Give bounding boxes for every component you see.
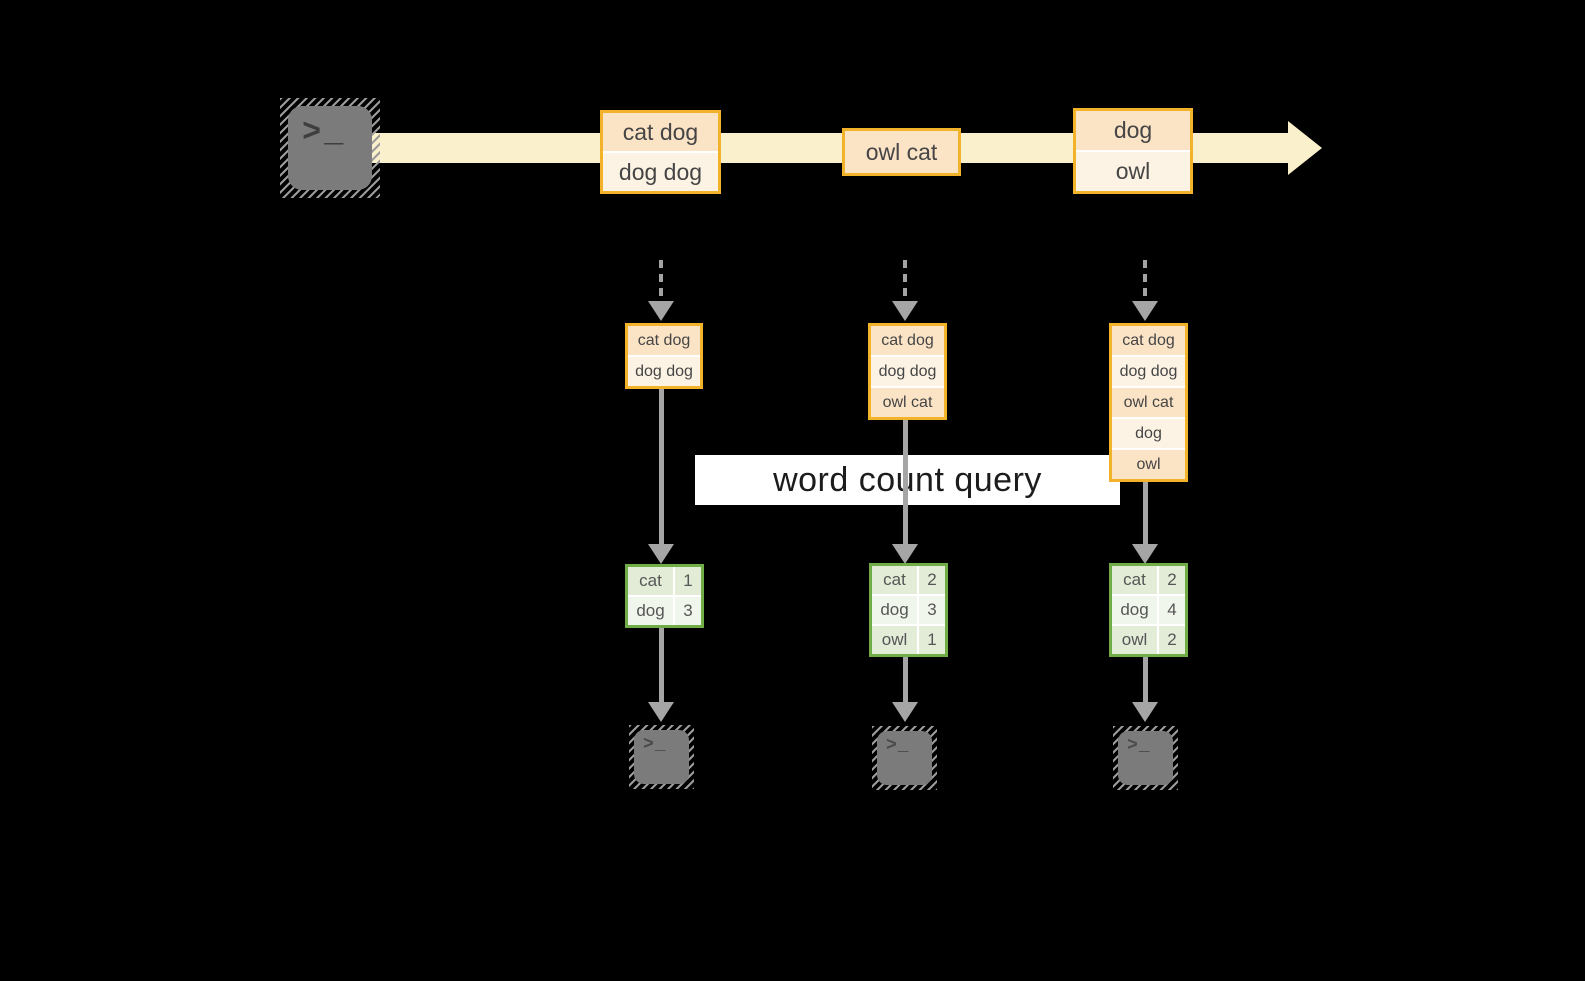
terminal-screen: >_ [288,106,372,190]
connector-line [903,420,908,546]
count-word-cell: cat [1112,566,1159,594]
down-arrow-icon [892,702,918,722]
state-cell: dog dog [628,357,700,386]
sink-terminal-icon-2: >_ [872,726,937,790]
count-row: dog 3 [872,596,945,626]
count-value-cell: 4 [1159,596,1185,624]
dashed-arrow-line [903,260,907,302]
count-row: cat 2 [1112,566,1185,596]
event-cell: owl [1076,152,1190,191]
count-table-2: cat 2 dog 3 owl 1 [869,563,948,657]
state-cell: cat dog [871,326,944,357]
count-value-cell: 3 [919,596,945,624]
terminal-prompt-icon: >_ [886,736,910,756]
down-arrow-icon [892,544,918,564]
connector-line [903,657,908,702]
count-row: owl 2 [1112,626,1185,654]
count-value-cell: 2 [919,566,945,594]
state-cell: owl cat [871,388,944,417]
count-row: owl 1 [872,626,945,654]
terminal-prompt-icon: >_ [643,735,667,755]
count-row: dog 4 [1112,596,1185,626]
state-cell: owl [1112,450,1185,479]
count-value-cell: 2 [1159,626,1185,654]
terminal-screen: >_ [1118,731,1173,785]
connector-line [659,389,664,546]
stream-event-1: cat dog dog dog [600,110,721,194]
event-cell: dog dog [603,153,718,191]
state-cell: cat dog [628,326,700,357]
count-word-cell: dog [872,596,919,624]
down-arrow-icon [1132,702,1158,722]
connector-line [659,628,664,702]
count-row: cat 1 [628,567,701,597]
stream-arrow-head-icon [1288,121,1322,175]
sink-terminal-icon-3: >_ [1113,726,1178,790]
count-value-cell: 1 [919,626,945,654]
count-word-cell: owl [872,626,919,654]
connector-line [1143,482,1148,546]
source-terminal-icon: >_ [280,98,380,198]
count-value-cell: 3 [675,597,701,625]
count-value-cell: 1 [675,567,701,595]
dashed-arrow-line [1143,260,1147,302]
dashed-arrow-line [659,260,663,302]
down-arrow-icon [1132,544,1158,564]
connector-line [1143,657,1148,702]
count-row: cat 2 [872,566,945,596]
terminal-prompt-icon: >_ [302,114,347,151]
event-cell: cat dog [603,113,718,153]
state-cell: owl cat [1112,388,1185,419]
down-arrow-icon [1132,301,1158,321]
state-box-1: cat dog dog dog [625,323,703,389]
count-word-cell: cat [628,567,675,595]
sink-terminal-icon-1: >_ [629,725,694,789]
down-arrow-icon [648,301,674,321]
down-arrow-icon [648,702,674,722]
count-table-3: cat 2 dog 4 owl 2 [1109,563,1188,657]
state-cell: cat dog [1112,326,1185,357]
count-word-cell: dog [628,597,675,625]
terminal-screen: >_ [877,731,932,785]
count-row: dog 3 [628,597,701,625]
stream-event-2: owl cat [842,128,961,176]
down-arrow-icon [892,301,918,321]
state-cell: dog dog [871,357,944,388]
count-table-1: cat 1 dog 3 [625,564,704,628]
state-box-3: cat dog dog dog owl cat dog owl [1109,323,1188,482]
state-cell: dog [1112,419,1185,450]
state-cell: dog dog [1112,357,1185,388]
count-value-cell: 2 [1159,566,1185,594]
terminal-prompt-icon: >_ [1127,736,1151,756]
down-arrow-icon [648,544,674,564]
stream-event-3: dog owl [1073,108,1193,194]
count-word-cell: owl [1112,626,1159,654]
count-word-cell: cat [872,566,919,594]
count-word-cell: dog [1112,596,1159,624]
event-cell: owl cat [845,131,958,173]
state-box-2: cat dog dog dog owl cat [868,323,947,420]
terminal-screen: >_ [634,730,689,784]
event-cell: dog [1076,111,1190,152]
